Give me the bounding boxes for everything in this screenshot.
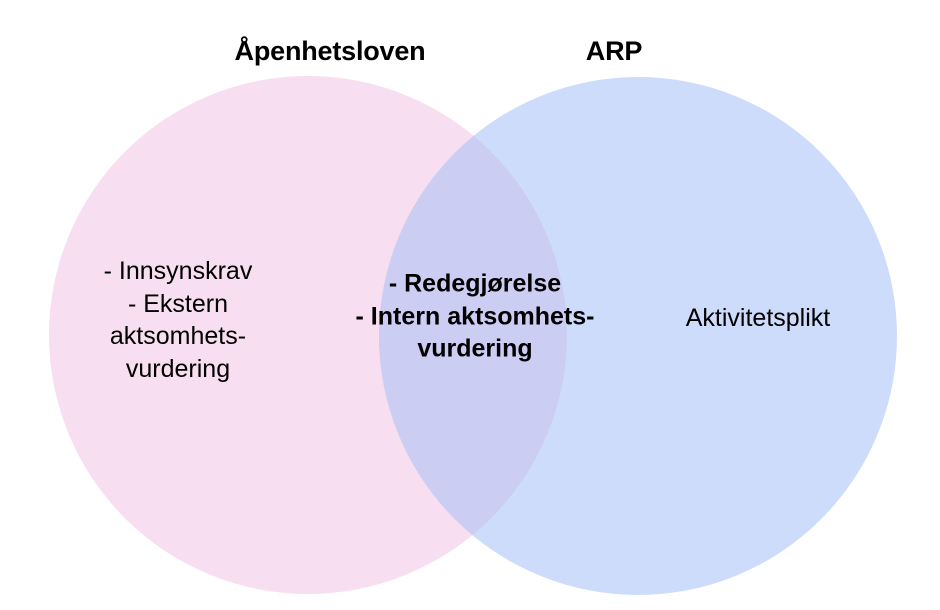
left-region-text: - Innsynskrav - Ekstern aktsomhets- vurd… (103, 257, 253, 383)
venn-overlap-region (379, 77, 567, 594)
right-circle-title: ARP (585, 36, 643, 66)
left-circle-title: Åpenhetsloven (234, 36, 426, 66)
right-region-text: Aktivitetsplikt (685, 303, 831, 332)
overlap-region-text: - Redegjørelse - Intern aktsomhets- vurd… (355, 269, 595, 363)
